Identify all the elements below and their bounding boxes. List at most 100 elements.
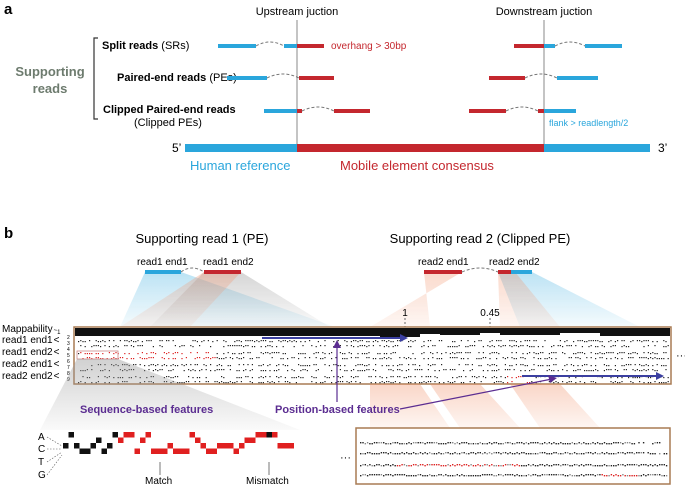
zoom-dot: [642, 464, 645, 466]
zoom-dot: [539, 464, 541, 466]
zoom-dot: [445, 452, 447, 454]
sequence-dot: [469, 352, 471, 354]
sequence-dot: [185, 357, 187, 359]
zoom-dot: [596, 453, 599, 455]
sequence-dot: [584, 353, 586, 355]
zoom-dot: [544, 442, 546, 444]
sequence-dot: [511, 352, 513, 354]
zoom-dot: [587, 452, 590, 454]
sequence-dot: [559, 345, 561, 347]
zoom-dot: [401, 443, 403, 445]
sequence-dot: [309, 357, 311, 359]
zoom-dot: [403, 443, 406, 445]
sequence-dot: [432, 357, 434, 359]
sequence-dot: [324, 345, 326, 347]
sequence-dot: [166, 353, 168, 355]
sequence-dot: [124, 353, 126, 355]
sequence-dot: [181, 364, 183, 366]
sequence-dot: [238, 340, 240, 342]
zoom-dot: [514, 453, 516, 455]
zoom-dot: [509, 474, 511, 476]
sequence-dot: [454, 346, 456, 348]
sequence-dot: [639, 364, 641, 366]
sequence-dot: [183, 382, 185, 384]
sequence-dot: [353, 340, 355, 342]
zoom-dot: [376, 474, 378, 476]
zoom-dot: [537, 465, 539, 467]
sequence-dot: [566, 345, 568, 347]
sequence-dot: [364, 353, 366, 355]
sequence-dot: [498, 345, 500, 347]
sequence-dot: [295, 382, 297, 384]
sequence-dot: [379, 345, 381, 347]
sequence-dot: [139, 364, 141, 366]
sequence-dot: [278, 340, 280, 342]
sequence-dot: [381, 365, 383, 367]
sequence-dot: [372, 345, 374, 347]
zoom-dot: [580, 474, 583, 476]
sequence-dot: [91, 353, 93, 355]
zoom-dot: [573, 475, 576, 477]
zoom-dot: [613, 475, 615, 477]
sequence-dot: [375, 358, 377, 360]
zoom-dot: [626, 452, 629, 454]
sequence-dot: [511, 346, 513, 348]
sequence-dot: [359, 345, 361, 347]
base-cell: [140, 437, 146, 443]
sequence-dot: [89, 357, 91, 359]
zoom-dot: [546, 453, 548, 455]
zoom-dot: [638, 452, 640, 454]
zoom-dot: [373, 453, 376, 455]
panel-b-label: b: [4, 225, 13, 242]
sequence-dot: [456, 377, 458, 379]
sequence-dot: [575, 357, 577, 359]
sequence-dot: [636, 353, 638, 355]
sequence-dot: [84, 346, 86, 348]
upstream-junction-label: Upstream juction: [256, 6, 339, 18]
sequence-dot: [243, 364, 245, 366]
zoom-dot: [585, 452, 587, 454]
sequence-dot: [463, 358, 465, 360]
sequence-dot: [597, 370, 599, 372]
sequence-dot: [141, 358, 143, 360]
sequence-dot: [482, 370, 484, 372]
zoom-dot: [364, 474, 366, 476]
sequence-dot: [493, 382, 495, 384]
zoom-dot: [406, 475, 408, 477]
sequence-dot: [335, 382, 337, 384]
sequence-dot: [504, 377, 506, 379]
three-prime-label: 3’: [658, 141, 667, 155]
zoom-dot: [431, 464, 433, 466]
base-cell: [151, 448, 157, 454]
sequence-dot: [575, 377, 577, 379]
base-cell: [68, 432, 74, 438]
sequence-dot: [168, 370, 170, 372]
base-cell: [74, 443, 80, 449]
sequence-dot: [520, 364, 522, 366]
zoom-dot: [622, 443, 624, 445]
zoom-dot: [364, 464, 366, 466]
sequence-dot: [366, 353, 368, 355]
zoom-dot: [606, 465, 608, 467]
sequence-dot: [392, 365, 394, 367]
zoom-dot: [619, 442, 622, 444]
sequence-dot: [315, 346, 317, 348]
sequence-dot: [562, 352, 564, 354]
sequence-dot: [381, 340, 383, 342]
sequence-dot: [515, 358, 517, 360]
sequence-dot: [608, 352, 610, 354]
sequence-dot: [170, 365, 172, 367]
sequence-dot: [256, 357, 258, 359]
sequence-dot: [150, 340, 152, 342]
sequence-dot: [584, 382, 586, 384]
sequence-dot: [381, 377, 383, 379]
sequence-dot: [262, 377, 264, 379]
five-prime-label: 5’: [172, 141, 181, 155]
zoom-dot: [516, 452, 518, 454]
sequence-dot: [434, 345, 436, 347]
position-pointer-1-head: [333, 340, 341, 348]
zoom-dot: [389, 452, 392, 454]
sequence-dot: [243, 346, 245, 348]
sequence-dot: [284, 377, 286, 379]
sequence-dot: [469, 370, 471, 372]
